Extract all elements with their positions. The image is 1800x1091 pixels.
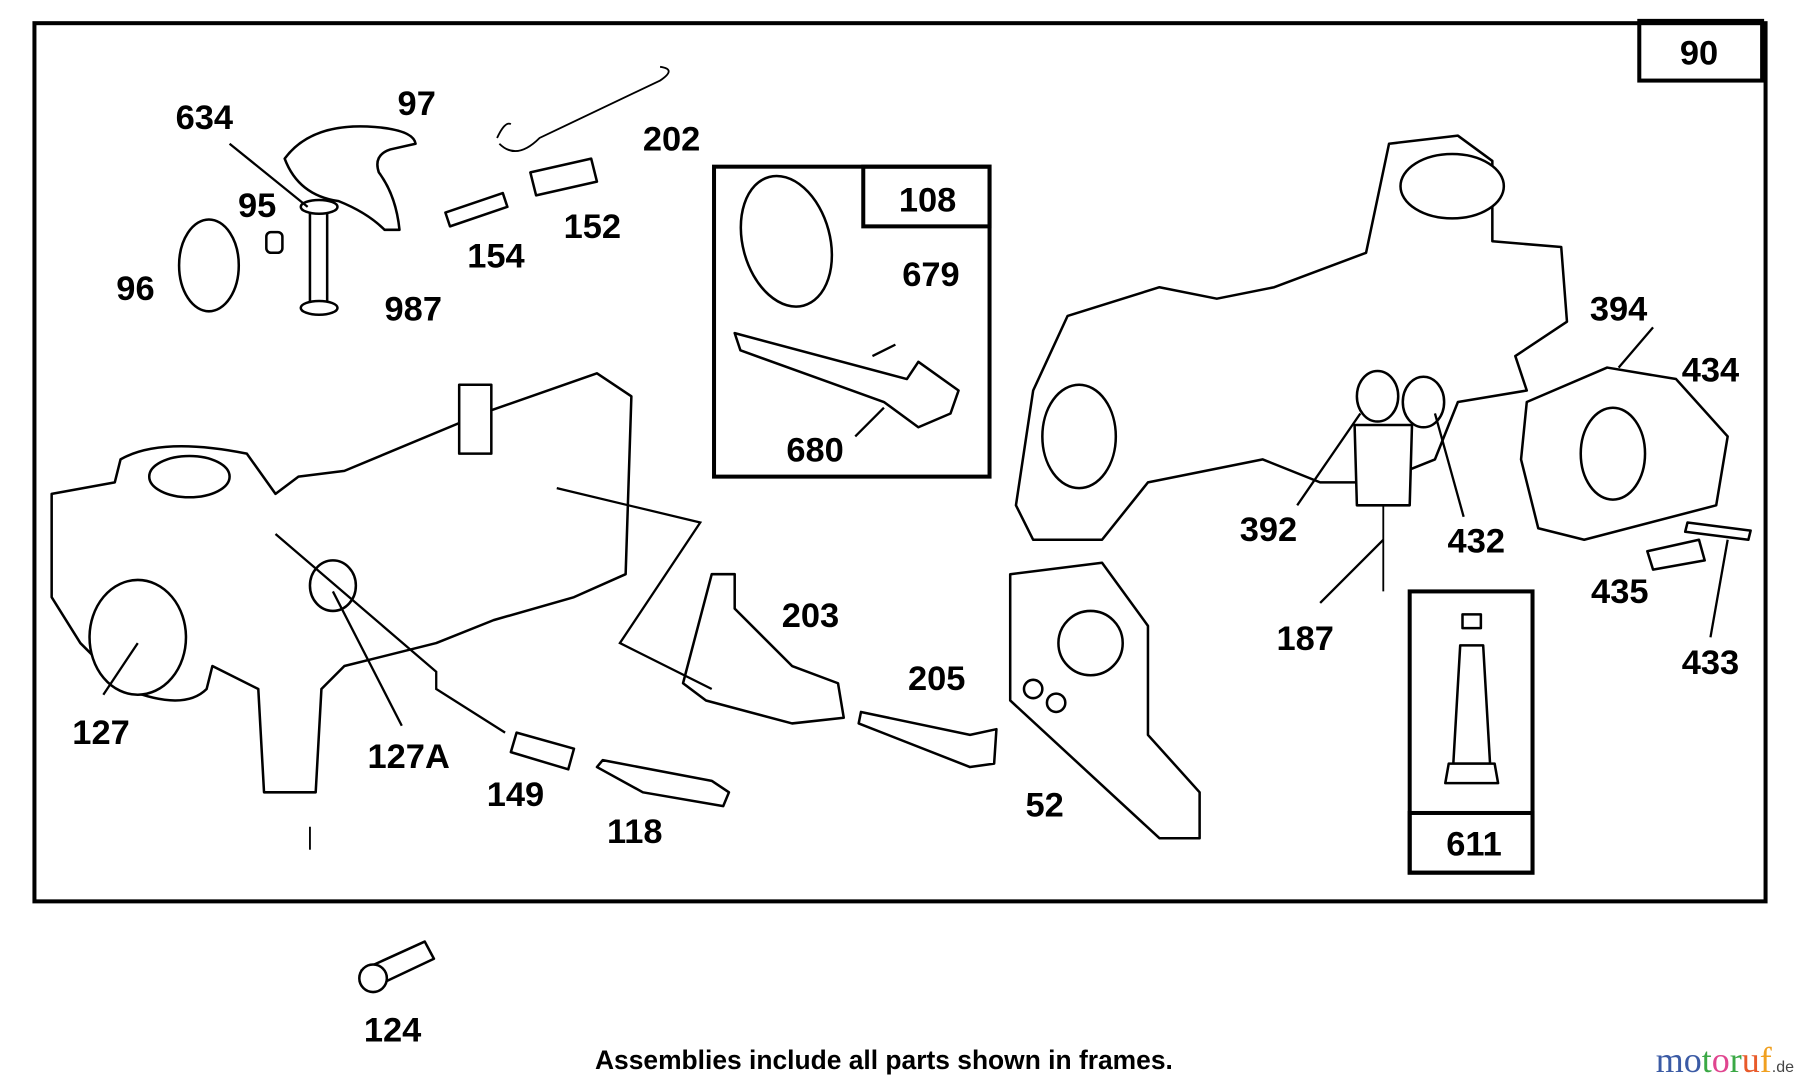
- gasket-52: [1008, 561, 1201, 840]
- pin-205: [857, 710, 998, 769]
- idle-spring: [529, 157, 599, 197]
- choke-shaft: [308, 199, 329, 306]
- throttle-plate: [739, 174, 834, 308]
- governor-link: [496, 65, 670, 152]
- label-203: 203: [782, 597, 839, 635]
- frame-label-box-90: [1637, 18, 1765, 83]
- label-96: 96: [116, 270, 154, 308]
- frame-108: [712, 164, 992, 479]
- label-154: 154: [467, 238, 524, 276]
- bowl: [1353, 423, 1414, 507]
- pin-433: [1683, 521, 1752, 542]
- label-392: 392: [1240, 511, 1297, 549]
- label-435: 435: [1591, 573, 1648, 611]
- spring-149: [509, 731, 576, 771]
- throttle-lever: [681, 572, 846, 725]
- label-433: 433: [1682, 644, 1739, 682]
- label-394: 394: [1590, 291, 1647, 329]
- label-187: 187: [1277, 620, 1334, 658]
- label-127a: 127A: [368, 738, 450, 776]
- part-labels: 634 97 202 95 152 154 96 987 679 680 394…: [72, 85, 1739, 1049]
- carburetor-top-flange: [1399, 152, 1506, 220]
- label-124: 124: [364, 1011, 421, 1049]
- watermark-logo: motoruf.de: [1655, 1040, 1794, 1080]
- choke-washer: [299, 198, 339, 216]
- frame-label-611: 611: [1446, 825, 1502, 863]
- seal-432: [1401, 375, 1446, 429]
- label-987: 987: [385, 291, 442, 329]
- carburetor-inlet: [88, 578, 188, 696]
- label-95: 95: [238, 187, 276, 225]
- choke-screw: [265, 230, 284, 255]
- label-634: 634: [176, 99, 233, 137]
- carburetor-mount: [1041, 383, 1118, 490]
- gasket-hole: [1057, 609, 1124, 677]
- label-149: 149: [487, 776, 544, 814]
- label-432: 432: [1448, 522, 1505, 560]
- frame-label-box-108: [861, 164, 992, 229]
- frame-label-108: 108: [899, 181, 956, 219]
- label-205: 205: [908, 660, 965, 698]
- label-202: 202: [643, 121, 700, 159]
- carburetor-post: [457, 383, 493, 455]
- pin-top: [1461, 613, 1483, 630]
- label-152: 152: [564, 208, 621, 246]
- choke-lever: [283, 125, 417, 232]
- needle-118: [595, 758, 731, 808]
- nozzle-hex: [1444, 762, 1500, 785]
- carburetor-flange: [147, 454, 231, 499]
- label-680: 680: [786, 432, 843, 470]
- frame-label-box-611: [1407, 810, 1535, 875]
- nozzle: [1452, 644, 1492, 765]
- label-679: 679: [902, 256, 959, 294]
- label-118: 118: [607, 813, 663, 851]
- pump-diaphragm: [1579, 406, 1647, 501]
- choke-plate: [177, 218, 241, 313]
- caption: Assemblies include all parts shown in fr…: [595, 1045, 1173, 1075]
- throttle-shaft: [733, 331, 960, 429]
- idle-screw: [444, 191, 509, 228]
- label-97: 97: [398, 85, 436, 123]
- label-52: 52: [1025, 786, 1063, 824]
- label-434: 434: [1682, 351, 1739, 389]
- carburetor-body-right: [1014, 134, 1569, 542]
- label-127: 127: [72, 714, 129, 752]
- frame-label-90: 90: [1680, 35, 1718, 73]
- screw-435: [1646, 538, 1706, 571]
- spring-392: [1355, 369, 1400, 423]
- main-frame: [32, 21, 1768, 904]
- choke-collar: [299, 299, 339, 317]
